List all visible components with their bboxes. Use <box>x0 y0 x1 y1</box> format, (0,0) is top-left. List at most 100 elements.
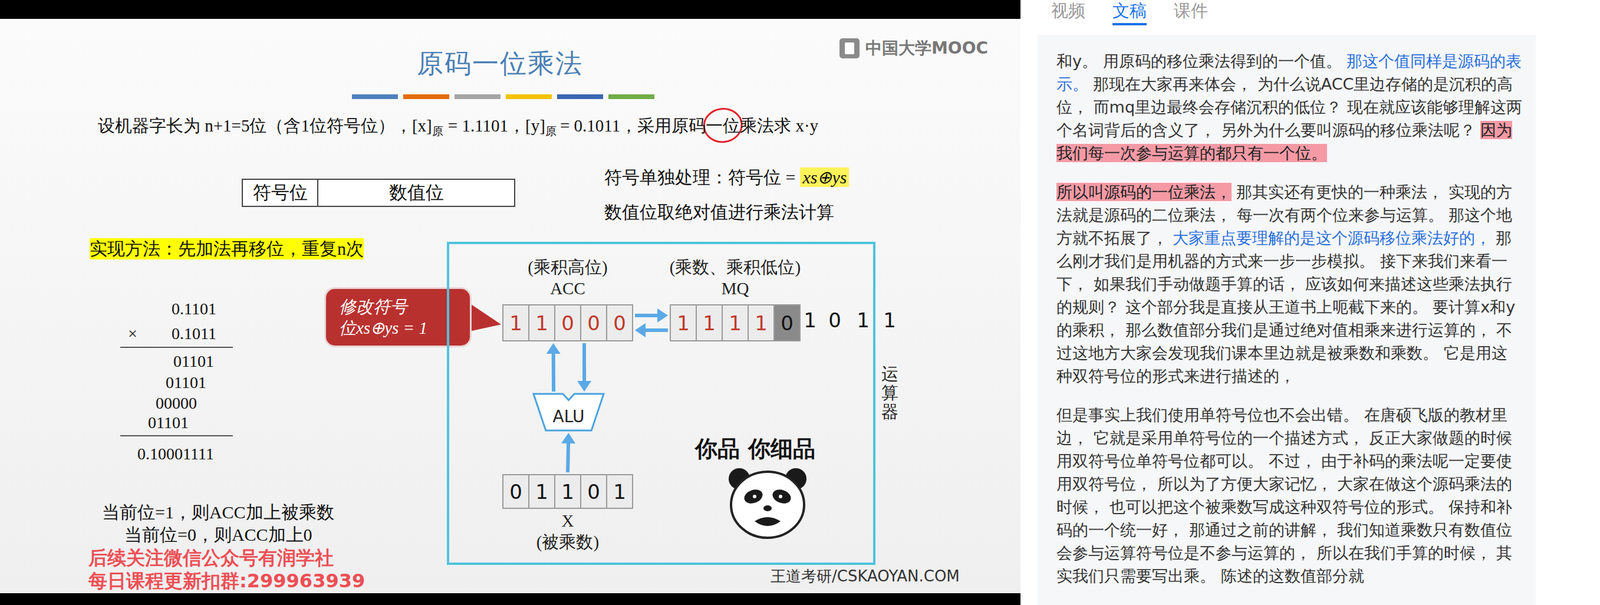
arrow-line <box>551 353 556 392</box>
register-cell: 0 <box>554 304 582 342</box>
arrow-line <box>634 313 658 318</box>
register-cells: 01101 <box>502 473 634 509</box>
arrow-connector <box>561 432 576 473</box>
arrow-connector <box>634 323 668 338</box>
transcript-text: 那现在大家再来体会， 为什么说ACC里边存储的是沉积的高位， 而mq里边最终会存… <box>1056 74 1523 140</box>
color-bar <box>403 94 450 100</box>
shifted-digit: 1 <box>856 308 870 333</box>
panda-face <box>731 471 805 538</box>
panda-mouth <box>754 517 781 526</box>
arrow-connector <box>577 343 592 392</box>
video-bar <box>0 0 1021 19</box>
register-label: (乘积高位) <box>527 257 608 278</box>
register-digit: 1 <box>702 311 716 335</box>
calc-row: 01101 <box>147 412 189 433</box>
panda-eye <box>770 486 793 506</box>
panda-nose <box>763 505 772 512</box>
arrow-line <box>567 443 569 473</box>
register-digit: 1 <box>535 311 549 335</box>
arrow-head <box>546 343 561 354</box>
rule-text: 当前位=1，则ACC加上被乘数 <box>101 501 335 523</box>
rule-line <box>120 346 233 348</box>
register-digit: 1 <box>676 311 690 335</box>
calc-row: 01101 <box>165 372 207 393</box>
transcript-paragraph: 和y。 用原码的移位乘法得到的一个值。那这个值同样是源码的表示。那现在大家再来体… <box>1056 49 1523 165</box>
shifted-digit: 0 <box>828 308 842 333</box>
arrow-head <box>577 380 592 392</box>
register-cell: 1 <box>502 304 530 342</box>
note-text: 数值位取绝对值进行乘法计算 <box>604 201 835 223</box>
register-cell: 1 <box>606 473 634 509</box>
transcript-paragraph: 但是事实上我们使用单符号位也不会出错。 在唐硕飞版的教材里边， 它就是采用单符号… <box>1056 403 1523 588</box>
register-digit: 0 <box>587 311 601 335</box>
meme-caption: 你品 你细品 <box>695 435 815 463</box>
register-cell: 0 <box>606 304 634 342</box>
footer-brand: 王道考研/CSKAOYAN.COM <box>770 567 960 586</box>
arrow-connector <box>546 343 561 392</box>
transcript-blue: 大家重点要理解的是这个源码移位乘法好的， <box>1172 228 1491 248</box>
register-cell: 1 <box>721 304 749 342</box>
alu-unit: ALU <box>532 393 605 431</box>
register-digit: 1 <box>535 479 549 504</box>
color-bar <box>351 94 398 100</box>
register-mq: (乘数、乘积低位)MQ11110 <box>669 257 801 342</box>
arrow-line <box>582 343 586 381</box>
calc-operator: × <box>127 323 138 344</box>
register-digit: 1 <box>754 311 768 335</box>
register-cell: 0 <box>580 473 608 509</box>
watermark: 后续关注微信公众号有润学社 <box>88 546 334 569</box>
register-digit: 1 <box>728 311 742 335</box>
callout-text: 修改符号 位xs⊕ys = 1 <box>338 295 457 339</box>
color-bar <box>505 94 552 100</box>
register-cell: 1 <box>669 304 697 342</box>
transcript-text: 那么刚才我们是用机器的方式来一步一步模拟。 接下来我们来看一下， 如果我们手动做… <box>1056 228 1516 385</box>
calc-row: 0.1101 <box>171 298 217 319</box>
register-digit: 0 <box>587 479 601 504</box>
slide-ground <box>0 18 1021 594</box>
shifted-digit: 1 <box>803 308 817 333</box>
tab-label: 课件 <box>1173 0 1208 22</box>
video-bar <box>0 593 1021 605</box>
callout-pointer <box>469 303 502 332</box>
register-cells: 11110 <box>669 304 801 342</box>
register-digit: 1 <box>509 311 523 335</box>
arrow-connector <box>634 308 668 323</box>
table-cell: 符号位 <box>241 178 319 207</box>
unit-label: 运算器 <box>881 364 899 422</box>
register-digit: 1 <box>613 479 627 504</box>
calc-row: 0.1011 <box>171 323 217 344</box>
tab-label: 视频 <box>1051 0 1086 22</box>
transcript-text: 但是事实上我们使用单符号位也不会出错。 在唐硕飞版的教材里边， 它就是采用单符号… <box>1056 405 1513 585</box>
problem-text: = 1.1101，[y] <box>448 116 546 136</box>
alu-text: ALU <box>552 406 585 427</box>
cell-text: 符号位 <box>252 180 308 206</box>
transcript-highlight: 所以叫源码的一位乘法， <box>1056 182 1232 202</box>
callout-tail <box>469 303 502 332</box>
register-digit: 0 <box>780 311 794 335</box>
register-label: MQ <box>721 278 750 299</box>
register-digit: 0 <box>561 311 575 335</box>
transcript-text: 和y。 用原码的移位乘法得到的一个值。 <box>1056 51 1342 71</box>
shifted-digit: 1 <box>883 308 897 333</box>
calc-result: 0.10001111 <box>137 443 215 464</box>
logo-icon <box>844 42 855 55</box>
register-label: (被乘数) <box>536 531 599 553</box>
register-cell: 0 <box>580 304 608 342</box>
arrow-head <box>634 323 646 338</box>
register-cell: 1 <box>747 304 775 342</box>
subscript: 原 <box>545 124 557 138</box>
register-label: X <box>561 510 575 532</box>
transcript-panel: 和y。 用原码的移位乘法得到的一个值。那这个值同样是源码的表示。那现在大家再来体… <box>1056 49 1523 604</box>
panda-pupil <box>752 494 757 499</box>
table-cell: 数值位 <box>317 178 516 207</box>
register-cell: 1 <box>554 473 582 509</box>
rule-text: 当前位=0，则ACC加上0 <box>124 524 313 546</box>
register-cell: 0 <box>502 473 530 509</box>
panda-meme <box>728 468 807 538</box>
unit-box: 运算器(乘积高位)ACC11000(乘数、乘积低位)MQ11110ALU0110… <box>446 241 876 565</box>
formula-highlight: xs⊕ys <box>800 167 849 187</box>
alu-shape <box>533 393 604 431</box>
logo-text: 中国大学MOOC <box>865 38 989 59</box>
register-digit: 0 <box>509 479 523 504</box>
method-highlight: 实现方法：先加法再移位，重复n次 <box>89 238 364 260</box>
